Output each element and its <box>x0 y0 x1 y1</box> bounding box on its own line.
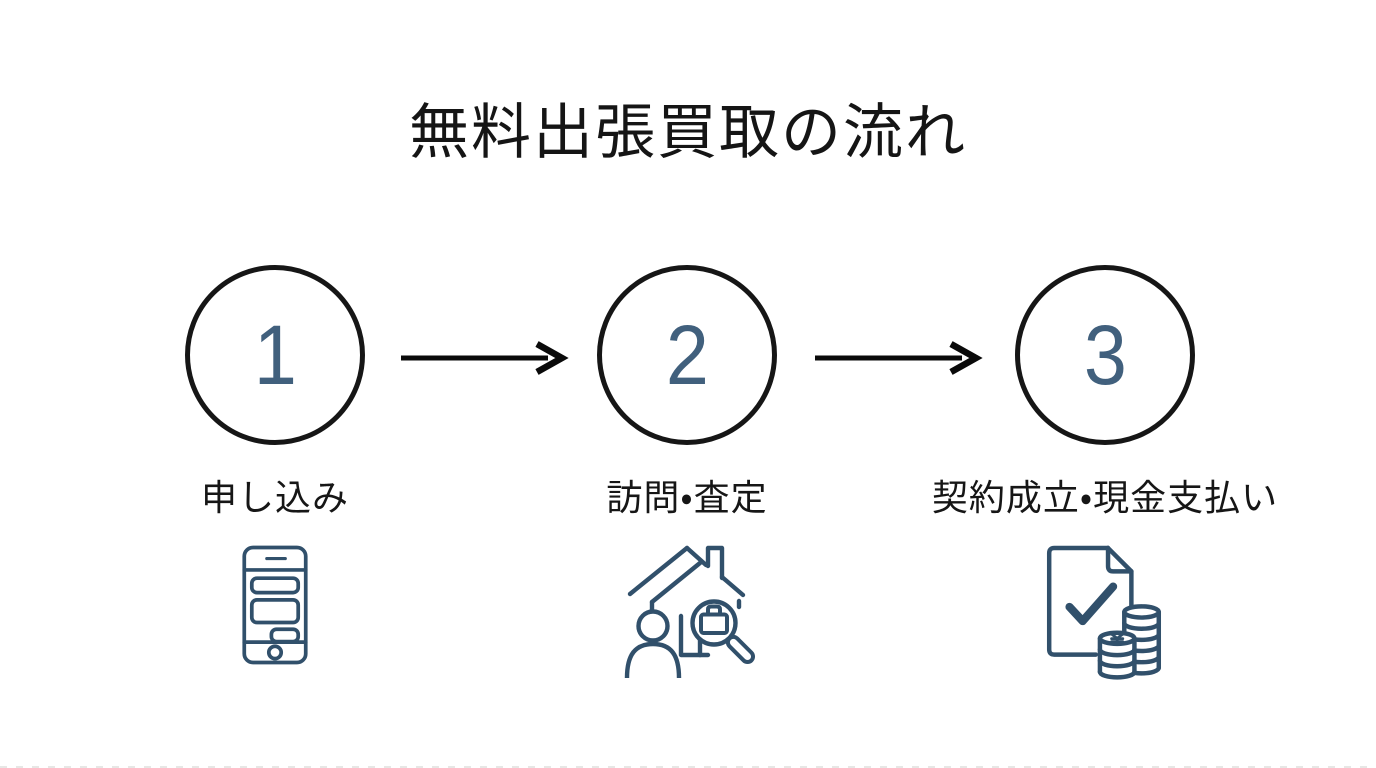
step-1: 1 申し込み <box>85 265 465 665</box>
page-title: 無料出張買取の流れ <box>409 99 967 166</box>
smartphone-icon <box>242 545 308 665</box>
step-2-circle: 2 <box>597 265 777 445</box>
contract-cash-payment-icon <box>1043 545 1167 683</box>
arrow-step2-to-step3-icon <box>812 336 992 385</box>
step-2-number: 2 <box>665 308 709 402</box>
step-2: 2 訪問・査定 <box>497 265 877 678</box>
step-1-number: 1 <box>253 308 297 402</box>
step-3-circle: 3 <box>1015 265 1195 445</box>
step-1-circle: 1 <box>185 265 365 445</box>
step-3: 3 契約成立・現金支払い <box>915 265 1295 683</box>
step-3-label: 契約成立・現金支払い <box>931 477 1279 518</box>
house-assessment-icon <box>604 545 770 678</box>
step-2-label: 訪問・査定 <box>606 477 768 518</box>
step-3-number: 3 <box>1083 308 1127 402</box>
step-1-label: 申し込み <box>200 477 349 518</box>
arrow-step1-to-step2-icon <box>398 336 578 385</box>
